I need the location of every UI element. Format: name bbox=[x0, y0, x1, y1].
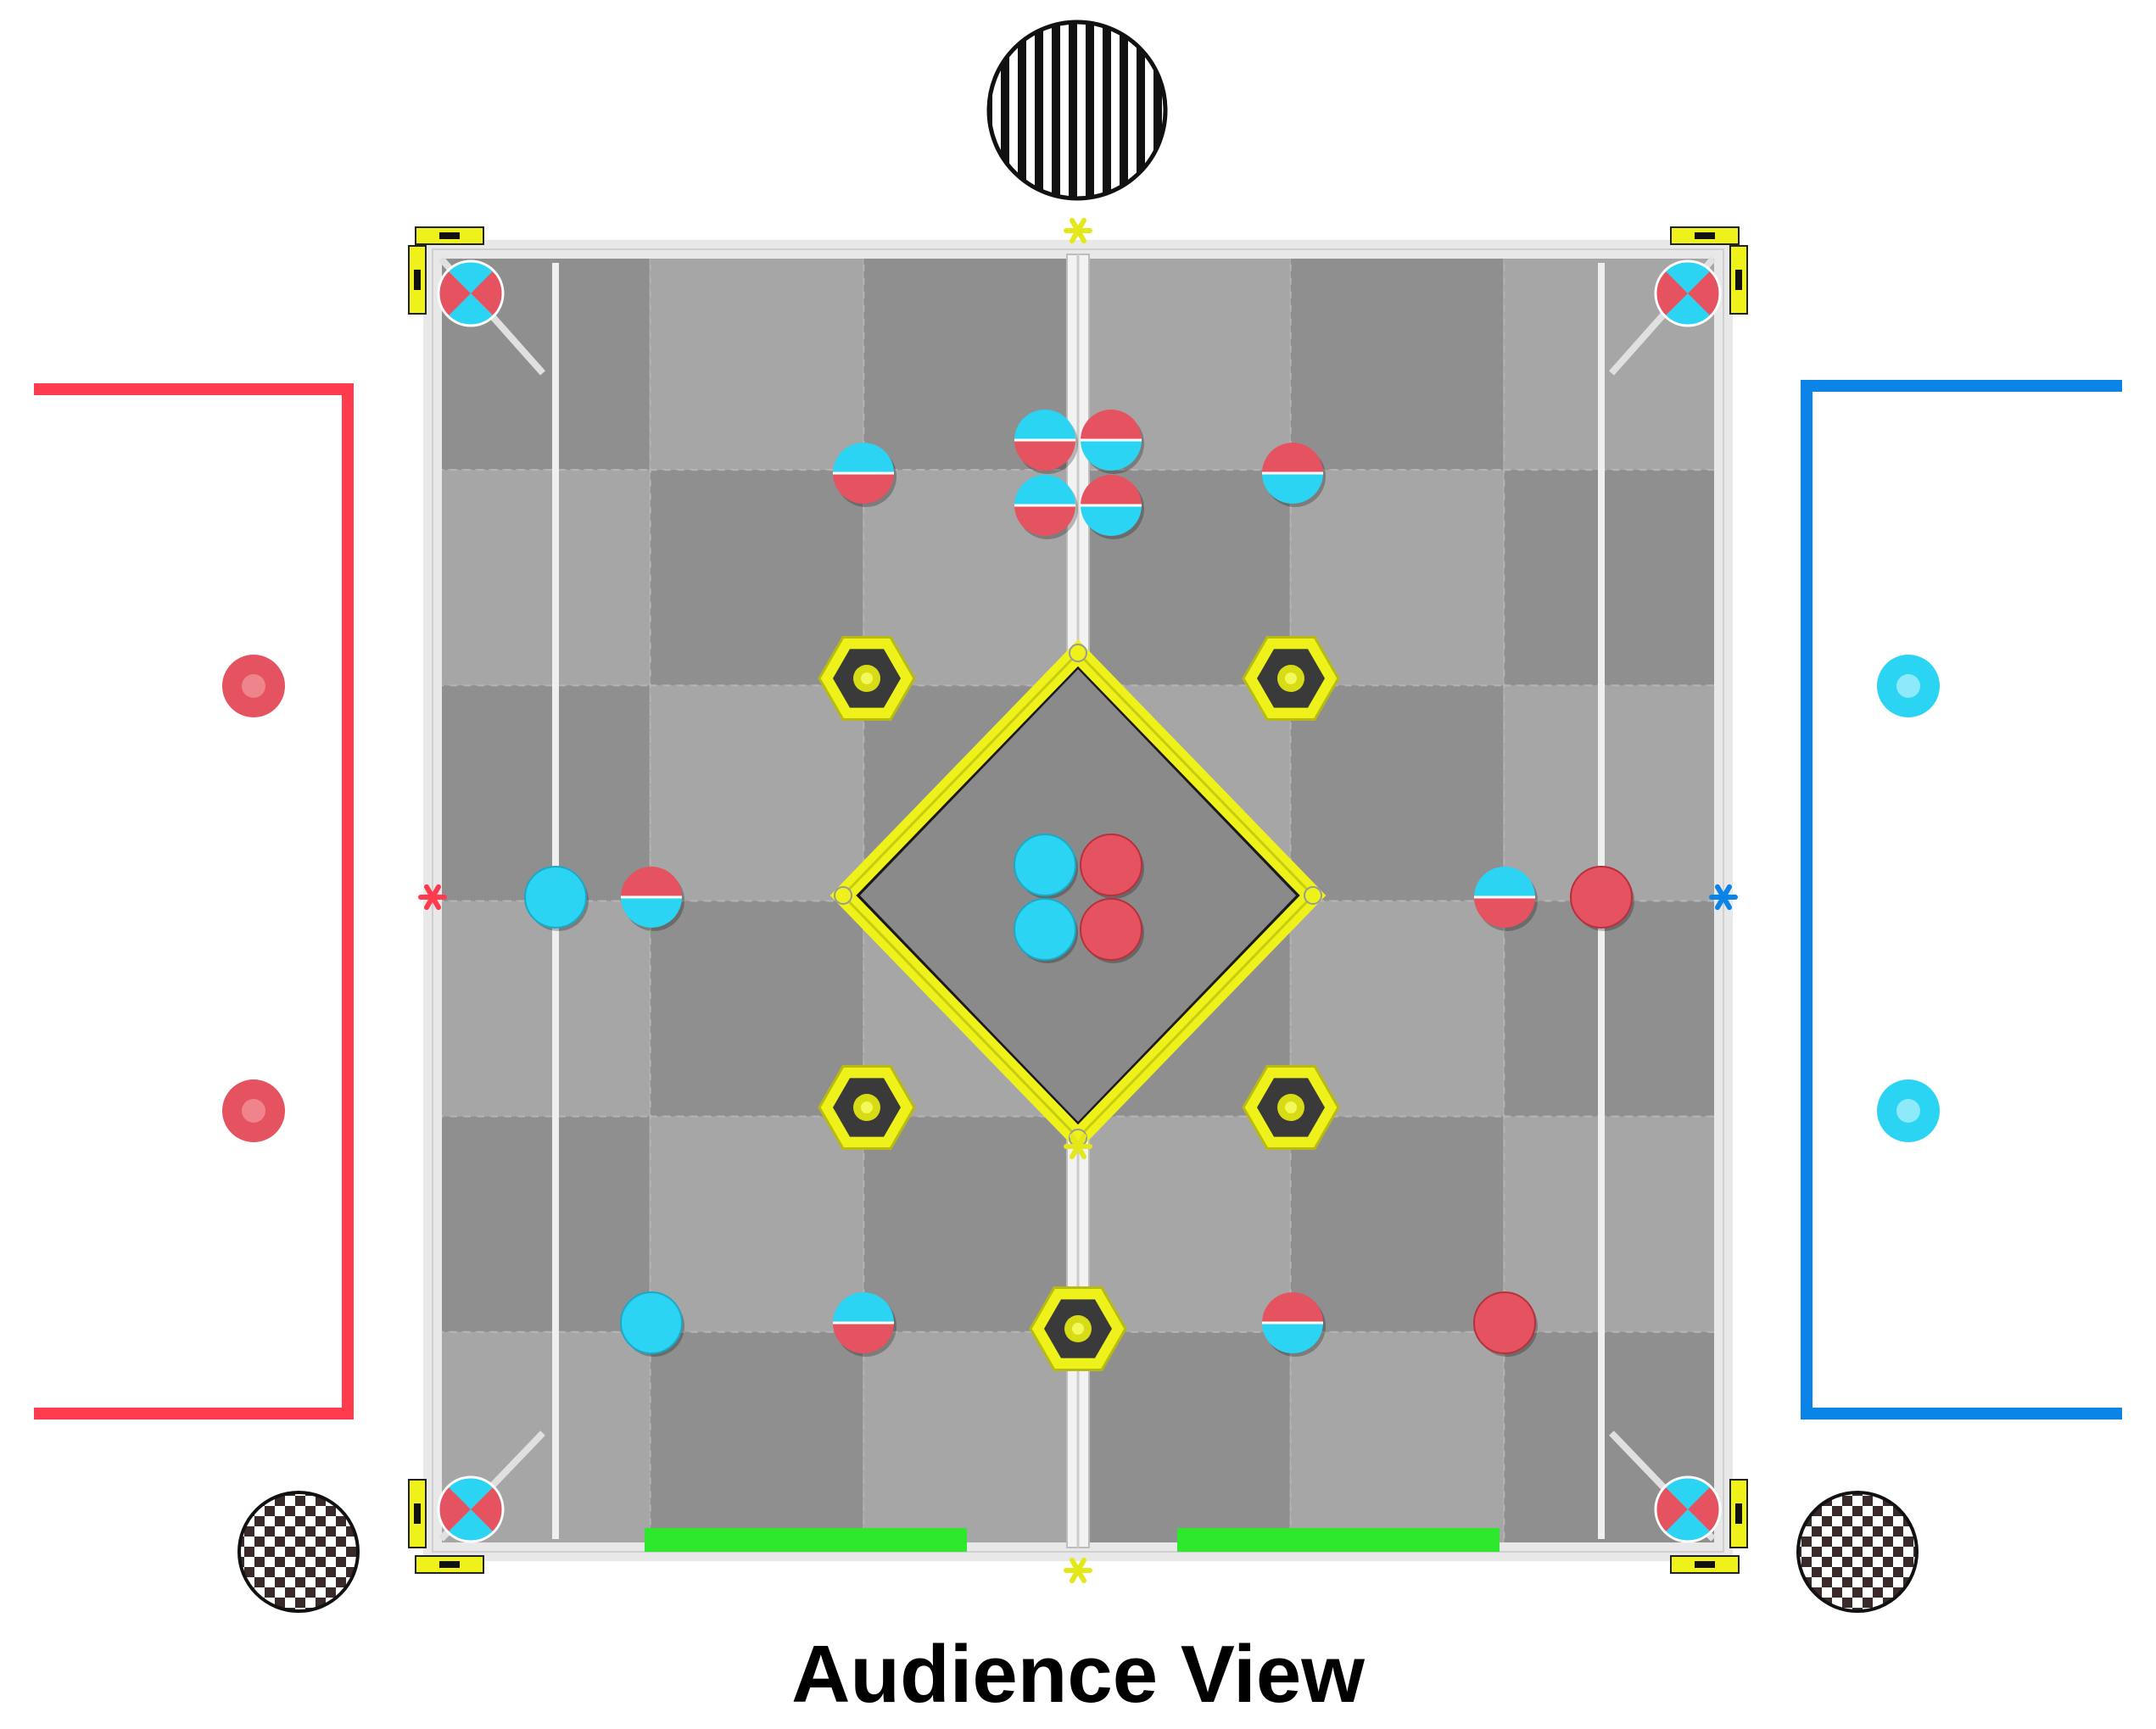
corner-clip bbox=[1729, 245, 1748, 315]
corner-clip bbox=[1670, 1555, 1740, 1574]
low-goal-tape bbox=[645, 1528, 1500, 1552]
center-goal bbox=[829, 639, 1327, 1152]
disc bbox=[1570, 866, 1634, 931]
field-tile bbox=[1503, 469, 1719, 687]
disc bbox=[1262, 443, 1326, 507]
corner-clip bbox=[415, 226, 484, 245]
checkerboard-target-icon bbox=[1796, 1491, 1919, 1613]
field-tile bbox=[649, 254, 865, 471]
anchor-asterisk-icon bbox=[1064, 1557, 1092, 1584]
field-tile bbox=[1503, 900, 1719, 1118]
field-tile bbox=[436, 1115, 651, 1333]
color-wheel-disc-icon bbox=[437, 1475, 505, 1543]
field-tile bbox=[863, 1115, 1078, 1333]
field-tile bbox=[863, 1330, 1078, 1549]
disc bbox=[524, 866, 589, 931]
disc bbox=[1474, 867, 1538, 931]
hex-goal-post-icon bbox=[1242, 1065, 1340, 1150]
disc bbox=[1080, 834, 1144, 899]
hex-goal-post-icon bbox=[818, 636, 916, 721]
field-tile bbox=[649, 1115, 865, 1333]
field-tile bbox=[1503, 1115, 1719, 1333]
color-wheel-disc-icon bbox=[437, 259, 505, 327]
disc bbox=[1473, 1291, 1538, 1357]
field-tile bbox=[1076, 1330, 1292, 1549]
field-tile bbox=[649, 1330, 865, 1549]
disc bbox=[621, 867, 684, 931]
vertical-stripes-target-icon bbox=[986, 20, 1168, 201]
corner-clip bbox=[1729, 1479, 1748, 1548]
disc bbox=[1014, 834, 1078, 899]
disc bbox=[1014, 410, 1078, 474]
corner-clip bbox=[415, 1555, 484, 1574]
audience-view-caption: Audience View bbox=[791, 1629, 1365, 1720]
anchor-asterisk-icon bbox=[1709, 884, 1738, 911]
red-alliance-station bbox=[34, 383, 354, 1419]
disc bbox=[1081, 410, 1144, 474]
field-tile bbox=[1289, 684, 1505, 902]
disc bbox=[1081, 475, 1144, 539]
disc bbox=[1014, 475, 1078, 539]
corner-clip bbox=[1670, 226, 1740, 245]
hex-goal-post-icon bbox=[1242, 636, 1340, 721]
field-tile bbox=[1289, 900, 1505, 1118]
blue-alliance-station bbox=[1801, 380, 2122, 1419]
anchor-asterisk-icon bbox=[1064, 217, 1092, 244]
disc bbox=[1014, 898, 1078, 963]
disc bbox=[620, 1291, 684, 1357]
anchor-asterisk-icon bbox=[418, 884, 447, 911]
anchor-asterisk-icon bbox=[1064, 1133, 1092, 1160]
field-tile bbox=[1289, 254, 1505, 471]
field-tile bbox=[1076, 1115, 1292, 1333]
field-tile bbox=[1289, 1115, 1505, 1333]
color-wheel-disc-icon bbox=[1654, 259, 1722, 327]
checkerboard-target-icon bbox=[237, 1491, 360, 1613]
field-tile bbox=[436, 469, 651, 687]
hex-goal-post-icon bbox=[818, 1065, 916, 1150]
hex-goal-post-icon bbox=[1029, 1286, 1127, 1371]
color-wheel-disc-icon bbox=[1654, 1475, 1722, 1543]
field-tile bbox=[649, 684, 865, 902]
disc bbox=[833, 443, 896, 507]
corner-clip bbox=[408, 245, 427, 315]
field-tile bbox=[649, 469, 865, 687]
corner-clip bbox=[408, 1479, 427, 1548]
field-tile bbox=[1289, 469, 1505, 687]
field-tile bbox=[1289, 1330, 1505, 1549]
disc bbox=[1262, 1292, 1326, 1357]
disc bbox=[833, 1292, 896, 1357]
field-tile bbox=[436, 900, 651, 1118]
disc bbox=[1080, 898, 1144, 963]
